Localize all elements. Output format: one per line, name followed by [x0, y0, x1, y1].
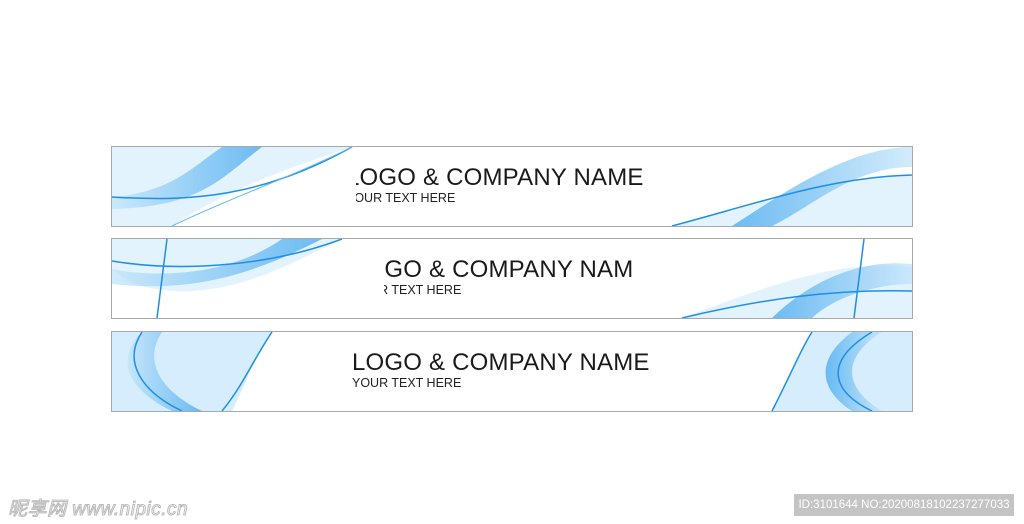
tagline: YOUR TEXT HERE: [384, 283, 462, 297]
banner-2: LOGO & COMPANY NAME YOUR TEXT HERE: [111, 238, 913, 319]
company-name: LOGO & COMPANY NAME: [356, 164, 644, 191]
company-name: LOGO & COMPANY NAME: [352, 349, 650, 376]
tagline: YOUR TEXT HERE: [356, 191, 456, 205]
wave-decoration: [112, 147, 912, 226]
text-area: LOGO & COMPANY NAME YOUR TEXT HERE: [384, 239, 634, 318]
tagline: YOUR TEXT HERE: [352, 376, 462, 390]
id-watermark: ID:3101644 NO:20200818102237277033: [794, 494, 1014, 516]
company-name: LOGO & COMPANY NAME: [384, 256, 634, 283]
wave-decoration: [112, 332, 912, 411]
wave-decoration: [112, 239, 912, 318]
banner-1: LOGO & COMPANY NAME YOUR TEXT HERE: [111, 146, 913, 227]
text-area: LOGO & COMPANY NAME YOUR TEXT HERE: [356, 147, 664, 226]
banner-3: LOGO & COMPANY NAME YOUR TEXT HERE: [111, 331, 913, 412]
text-area: LOGO & COMPANY NAME YOUR TEXT HERE: [352, 332, 692, 411]
site-watermark: 昵享网 www.nipic.cn: [7, 499, 189, 521]
